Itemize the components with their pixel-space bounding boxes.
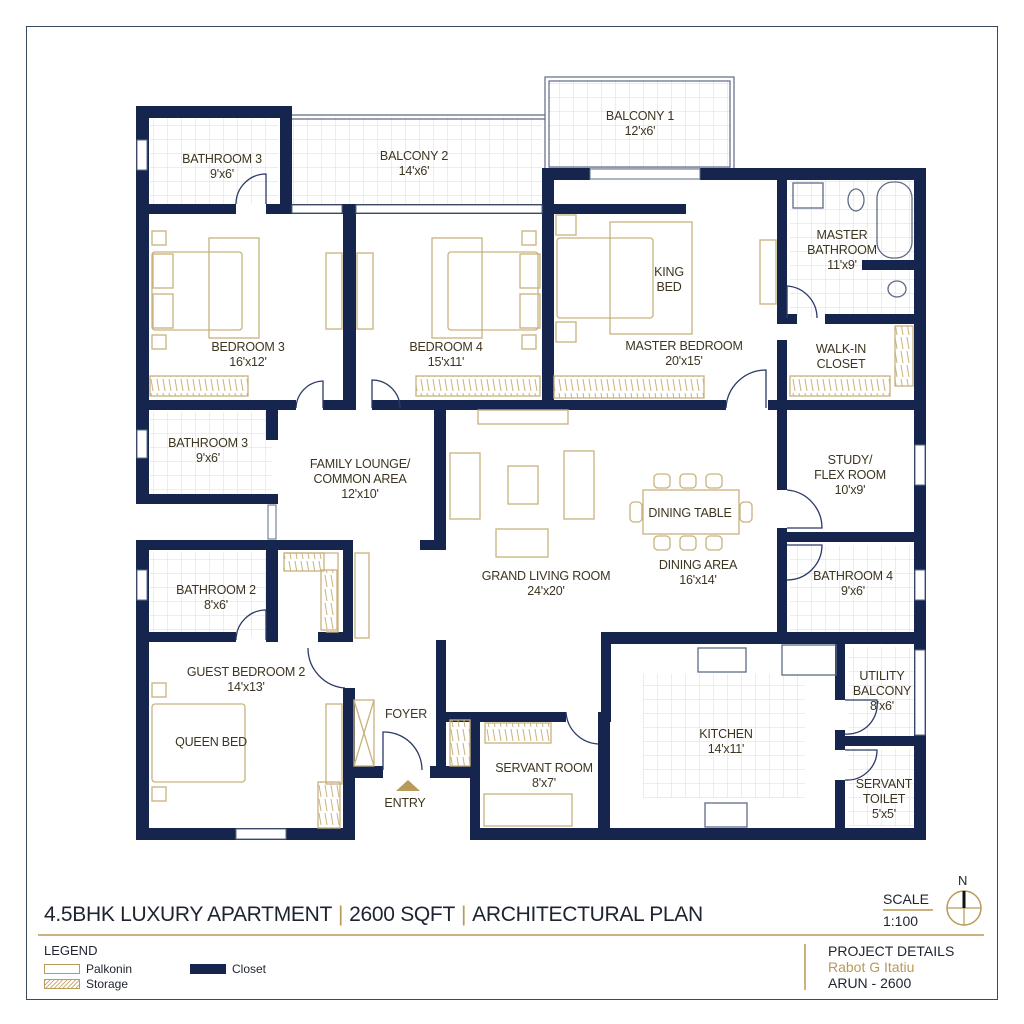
north-label: N xyxy=(958,873,968,888)
bed-bedroom4 xyxy=(447,251,539,331)
bed-bedroom3 xyxy=(151,251,243,331)
project-line-1: Rabot G Itatiu xyxy=(828,959,915,975)
bed-king xyxy=(556,237,654,319)
legend-item-storage: Storage xyxy=(44,977,128,991)
dining-table-shape xyxy=(642,489,740,535)
king-bed-label: KING BED xyxy=(654,265,684,294)
legend-heading: LEGEND xyxy=(44,943,98,958)
scale-label: SCALE xyxy=(883,891,929,907)
scale-block: SCALE 1:100 xyxy=(883,891,933,929)
project-heading: PROJECT DETAILS xyxy=(828,943,955,959)
entry-arrow-icon xyxy=(396,780,420,791)
room-label-walk-in-closet: WALK-IN CLOSET xyxy=(815,342,867,371)
room-label-foyer: FOYER xyxy=(384,707,428,721)
doors xyxy=(235,173,878,781)
project-divider xyxy=(804,944,806,990)
bed-queen xyxy=(151,703,246,783)
drawing-frame xyxy=(26,26,998,1000)
entry-label: ENTRY xyxy=(384,796,426,810)
dining-table-label: DINING TABLE xyxy=(648,506,732,520)
north-compass-icon xyxy=(946,890,982,926)
plan-title: 4.5BHK LUXURY APARTMENT|2600 SQFT|ARCHIT… xyxy=(44,903,703,926)
project-details: PROJECT DETAILS Rabot G Itatiu ARUN - 26… xyxy=(828,943,954,991)
furniture xyxy=(149,181,914,829)
queen-bed-label: QUEEN BED xyxy=(175,735,247,749)
windows xyxy=(136,139,926,840)
tiled-floors xyxy=(150,80,915,826)
scale-value: 1:100 xyxy=(883,912,919,929)
title-divider xyxy=(38,934,984,936)
project-line-2: ARUN - 2600 xyxy=(828,975,912,991)
legend-item-closet: Closet xyxy=(190,962,266,976)
legend-item-palkonin: Palkonin xyxy=(44,962,132,976)
